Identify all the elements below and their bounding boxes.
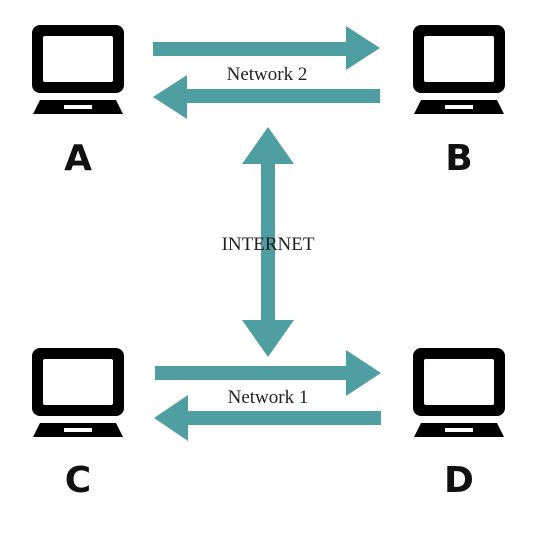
node-label-b: B: [445, 138, 472, 179]
laptop-icon-a: [32, 25, 124, 114]
arrow-left-icon: [153, 75, 380, 119]
node-label-d: D: [444, 460, 474, 501]
laptop-icon-d: [413, 348, 505, 437]
laptop-icon-b: [413, 25, 505, 114]
arrow-right-icon: [153, 26, 380, 70]
laptop-icon-c: [32, 348, 124, 437]
arrow-left-icon: [154, 395, 381, 441]
network-2-link: Network 2: [153, 26, 380, 119]
node-label-c: C: [65, 460, 91, 501]
network-1-link: Network 1: [154, 350, 381, 441]
network-1-label: Network 1: [228, 387, 309, 408]
internet-link: INTERNET: [222, 127, 315, 357]
double-arrow-vertical-icon: [242, 127, 294, 357]
internet-label: INTERNET: [222, 234, 315, 255]
node-label-a: A: [64, 138, 92, 179]
network-2-label: Network 2: [227, 64, 308, 85]
arrow-right-icon: [155, 350, 381, 396]
